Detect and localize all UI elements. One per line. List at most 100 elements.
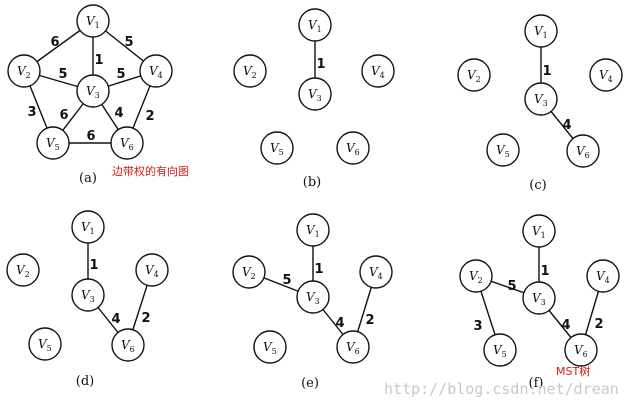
vertex-v3: V3 — [524, 82, 558, 116]
vertex-label: V6 — [346, 340, 360, 356]
vertex-v3: V3 — [522, 281, 556, 315]
edge-weight-label: 1 — [94, 53, 103, 68]
vertex-v1: V1 — [71, 210, 105, 244]
vertex-letter: V — [493, 343, 503, 357]
vertex-circle — [459, 259, 493, 293]
vertex-letter: V — [599, 68, 609, 82]
vertex-circle — [361, 54, 395, 88]
vertex-subscript: 5 — [505, 150, 510, 159]
vertex-letter: V — [81, 288, 91, 302]
vertex-circle — [298, 8, 332, 42]
edge-weight-label: 4 — [335, 316, 344, 331]
edge-weight-label: 1 — [314, 262, 323, 277]
vertex-subscript: 1 — [541, 231, 546, 240]
vertex-label: V5 — [38, 337, 52, 353]
edge-weight-label: 2 — [365, 313, 374, 328]
vertex-circle — [298, 77, 332, 111]
vertex-label: V1 — [306, 223, 320, 239]
vertex-letter: V — [38, 337, 48, 351]
vertex-label: V5 — [270, 141, 284, 157]
vertex-subscript: 2 — [252, 71, 257, 80]
vertex-subscript: 2 — [26, 71, 31, 80]
panel-caption: (c) — [529, 178, 546, 193]
edge-weight-label: 5 — [58, 67, 67, 82]
vertex-v1: V1 — [522, 214, 556, 248]
vertex-subscript: 3 — [90, 295, 95, 304]
vertex-circle — [76, 74, 110, 108]
vertex-circle — [71, 278, 105, 312]
watermark-text: http://blog.csdn.net/drean — [384, 380, 619, 398]
vertex-v5: V5 — [28, 327, 62, 361]
vertex-subscript: 5 — [272, 347, 277, 356]
edge-weight-label: 6 — [86, 129, 95, 144]
vertex-label: V6 — [574, 343, 588, 359]
vertex-circle — [522, 281, 556, 315]
vertex-v1: V1 — [296, 213, 330, 247]
vertex-letter: V — [86, 84, 96, 98]
vertex-v3: V3 — [298, 77, 332, 111]
vertex-label: V2 — [243, 64, 257, 80]
vertex-label: V4 — [369, 265, 383, 281]
vertex-circle — [76, 4, 110, 38]
vertex-circle — [336, 131, 370, 165]
vertex-label: V4 — [145, 263, 159, 279]
vertex-subscript: 1 — [95, 21, 100, 30]
vertex-letter: V — [496, 143, 506, 157]
vertex-v6: V6 — [564, 333, 598, 367]
vertex-label: V2 — [16, 263, 30, 279]
vertex-letter: V — [369, 265, 379, 279]
vertex-v5: V5 — [483, 333, 517, 367]
vertex-v6: V6 — [566, 134, 600, 168]
edge-weight-label: 4 — [562, 118, 571, 133]
panel-caption: (a) — [79, 171, 97, 186]
vertex-circle — [232, 255, 266, 289]
vertex-v4: V4 — [586, 259, 620, 293]
edge-weight-label: 5 — [282, 273, 291, 288]
vertex-letter: V — [596, 269, 606, 283]
vertex-label: V1 — [81, 220, 95, 236]
vertex-letter: V — [81, 220, 91, 234]
vertex-label: V3 — [81, 288, 95, 304]
edge-weight-label: 6 — [59, 108, 68, 123]
vertex-subscript: 2 — [478, 276, 483, 285]
vertex-letter: V — [574, 343, 584, 357]
vertex-subscript: 3 — [315, 297, 320, 306]
panel-caption: (d) — [76, 374, 94, 389]
edge-weight-label: 1 — [540, 264, 549, 279]
edge-weight-label: 2 — [594, 317, 603, 332]
vertex-letter: V — [532, 291, 542, 305]
vertex-subscript: 1 — [543, 31, 548, 40]
vertex-v3: V3 — [296, 280, 330, 314]
vertex-label: V2 — [17, 64, 31, 80]
vertex-subscript: 2 — [251, 272, 256, 281]
vertex-v1: V1 — [524, 14, 558, 48]
vertex-circle — [260, 131, 294, 165]
vertex-subscript: 6 — [130, 345, 135, 354]
vertex-v3: V3 — [76, 74, 110, 108]
vertex-label: V3 — [534, 92, 548, 108]
vertex-circle — [524, 14, 558, 48]
vertex-label: V1 — [86, 14, 100, 30]
vertex-subscript: 1 — [317, 25, 322, 34]
vertex-letter: V — [306, 223, 316, 237]
vertex-label: V6 — [346, 141, 360, 157]
panel-caption: (f) — [529, 376, 544, 391]
vertex-letter: V — [308, 87, 318, 101]
vertex-subscript: 6 — [355, 148, 360, 157]
vertex-label: V2 — [242, 265, 256, 281]
vertex-label: V3 — [308, 87, 322, 103]
vertex-letter: V — [346, 340, 356, 354]
vertex-v6: V6 — [336, 131, 370, 165]
vertex-label: V1 — [534, 24, 548, 40]
vertex-label: V4 — [371, 64, 385, 80]
vertex-circle — [139, 54, 173, 88]
vertex-label: V2 — [467, 68, 481, 84]
vertex-label: V6 — [120, 136, 134, 152]
vertex-circle — [6, 253, 40, 287]
vertex-subscript: 6 — [129, 143, 134, 152]
vertex-subscript: 3 — [95, 91, 100, 100]
vertex-subscript: 4 — [378, 272, 383, 281]
